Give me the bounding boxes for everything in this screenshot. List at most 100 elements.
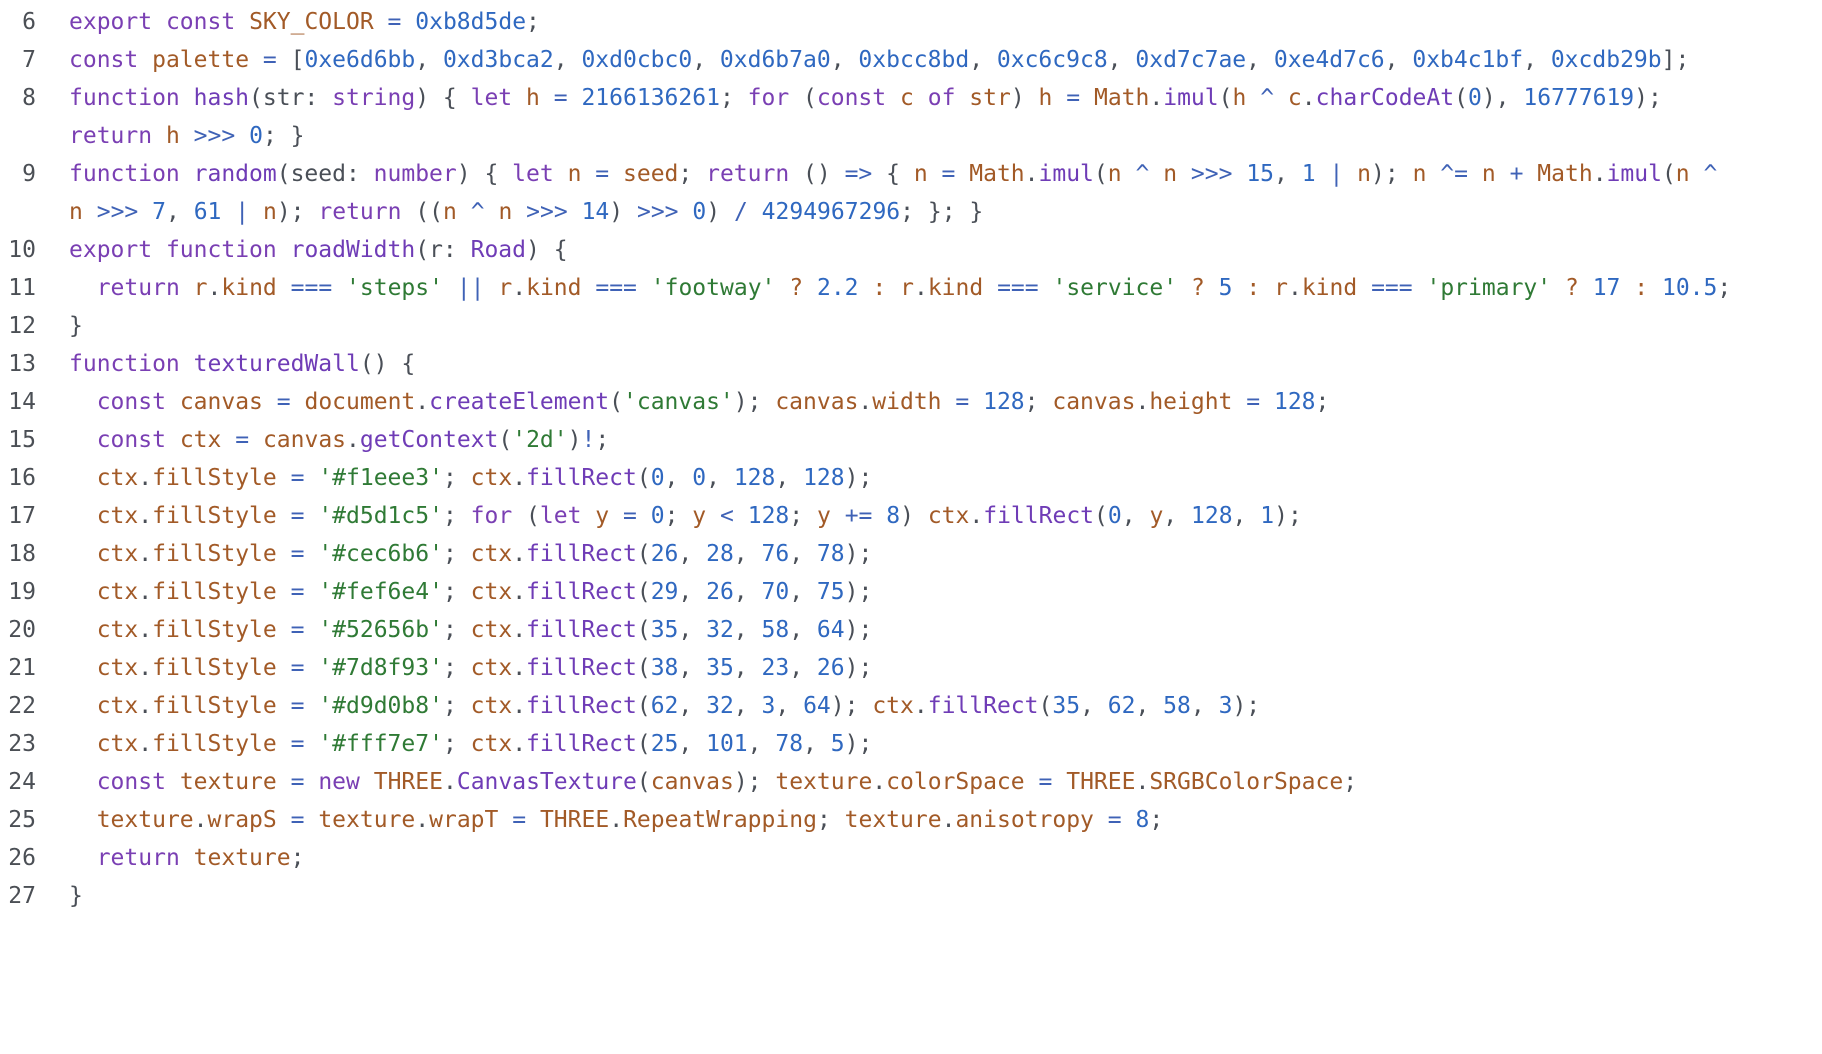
code-token: ); xyxy=(844,579,873,605)
code-token: 61 xyxy=(193,199,222,225)
code-token xyxy=(249,199,263,225)
line-code: } xyxy=(69,304,1814,348)
code-token xyxy=(1316,161,1330,187)
code-token: ( xyxy=(609,389,623,415)
line-code: ctx.fillStyle = '#f1eee3'; ctx.fillRect(… xyxy=(69,456,1814,500)
code-token xyxy=(983,275,997,301)
code-token: ctx xyxy=(470,617,513,643)
code-token: ; xyxy=(442,655,471,681)
code-token: = xyxy=(290,655,305,681)
code-token: ^= xyxy=(1440,161,1468,187)
code-token: . xyxy=(415,389,430,415)
code-token xyxy=(581,161,595,187)
code-token: 32 xyxy=(706,693,734,719)
code-token xyxy=(304,579,318,605)
code-token xyxy=(83,199,97,225)
code-token: , xyxy=(1135,693,1164,719)
code-token: 26 xyxy=(650,541,679,567)
code-token: n xyxy=(567,161,582,187)
code-token xyxy=(512,199,526,225)
code-token xyxy=(69,427,97,453)
code-token: => xyxy=(844,161,873,187)
code-token: ( xyxy=(636,465,651,491)
code-token xyxy=(1122,807,1136,833)
code-token: ; }; } xyxy=(900,199,984,225)
code-token xyxy=(498,807,512,833)
code-token: 128 xyxy=(983,389,1025,415)
code-token xyxy=(304,693,318,719)
code-token xyxy=(180,161,194,187)
code-token: '2d' xyxy=(512,427,568,453)
code-token xyxy=(1413,275,1427,301)
code-token xyxy=(401,9,415,35)
code-token: . xyxy=(138,465,153,491)
code-token: 3 xyxy=(761,693,776,719)
code-token: createElement xyxy=(429,389,610,415)
code-token: . xyxy=(1024,161,1039,187)
code-token: fillStyle xyxy=(152,579,277,605)
code-token xyxy=(277,237,291,263)
code-token: ; xyxy=(595,427,610,453)
code-token: string xyxy=(332,85,416,111)
line-number: 24 xyxy=(8,769,36,795)
code-token: ) xyxy=(1010,85,1039,111)
line-code: } xyxy=(69,874,1814,918)
code-token xyxy=(249,427,263,453)
code-token: 14 xyxy=(581,199,610,225)
code-token xyxy=(886,85,900,111)
code-token: fillRect xyxy=(526,655,637,681)
code-token xyxy=(69,465,97,491)
code-token: 76 xyxy=(761,541,790,567)
code-token xyxy=(540,85,554,111)
code-token: ); xyxy=(1232,693,1261,719)
line-code: ctx.fillStyle = '#cec6b6'; ctx.fillRect(… xyxy=(69,532,1814,576)
code-token: , xyxy=(678,693,707,719)
code-token: wrapT xyxy=(429,807,499,833)
code-token: 35 xyxy=(706,655,734,681)
code-token xyxy=(304,541,318,567)
line-code: ctx.fillStyle = '#fff7e7'; ctx.fillRect(… xyxy=(69,722,1814,766)
code-token: 0 xyxy=(1107,503,1122,529)
code-token: , xyxy=(1384,47,1413,73)
code-token: fillStyle xyxy=(152,503,277,529)
line-number: 26 xyxy=(8,845,36,871)
code-token: 0xbcc8bd xyxy=(858,47,970,73)
code-token xyxy=(1620,275,1634,301)
code-token xyxy=(1579,275,1593,301)
code-token xyxy=(138,199,152,225)
code-token: return xyxy=(318,199,402,225)
code-token: . xyxy=(512,731,527,757)
code-token: 128 xyxy=(1191,503,1233,529)
code-token: fillStyle xyxy=(152,731,277,757)
code-token xyxy=(1260,389,1274,415)
code-token: === xyxy=(997,275,1039,301)
code-token: ^ xyxy=(1703,161,1718,187)
code-token: const xyxy=(96,769,166,795)
code-token: n xyxy=(1107,161,1122,187)
code-token: ( xyxy=(636,579,651,605)
line-code: function texturedWall() { xyxy=(69,342,1814,386)
code-token: = xyxy=(623,503,637,529)
code-token: fillRect xyxy=(526,617,637,643)
code-token: . xyxy=(138,693,153,719)
code-token: 78 xyxy=(816,541,845,567)
code-token: ctx xyxy=(179,427,222,453)
code-token: = xyxy=(387,9,402,35)
code-token: document xyxy=(304,389,416,415)
code-token: >>> xyxy=(636,199,679,225)
line-number: 11 xyxy=(8,275,36,301)
code-token xyxy=(69,541,97,567)
code-token xyxy=(69,845,97,871)
line-number: 17 xyxy=(8,503,36,529)
code-token: , xyxy=(789,655,817,681)
code-token: ctx xyxy=(927,503,970,529)
code-token: } xyxy=(69,313,83,339)
code-token: y xyxy=(692,503,707,529)
code-token xyxy=(955,161,969,187)
code-token: ctx xyxy=(470,693,513,719)
code-token: 10.5 xyxy=(1661,275,1718,301)
code-token: '#d5d1c5' xyxy=(318,503,443,529)
code-token: seed xyxy=(623,161,679,187)
code-token: = xyxy=(290,769,305,795)
